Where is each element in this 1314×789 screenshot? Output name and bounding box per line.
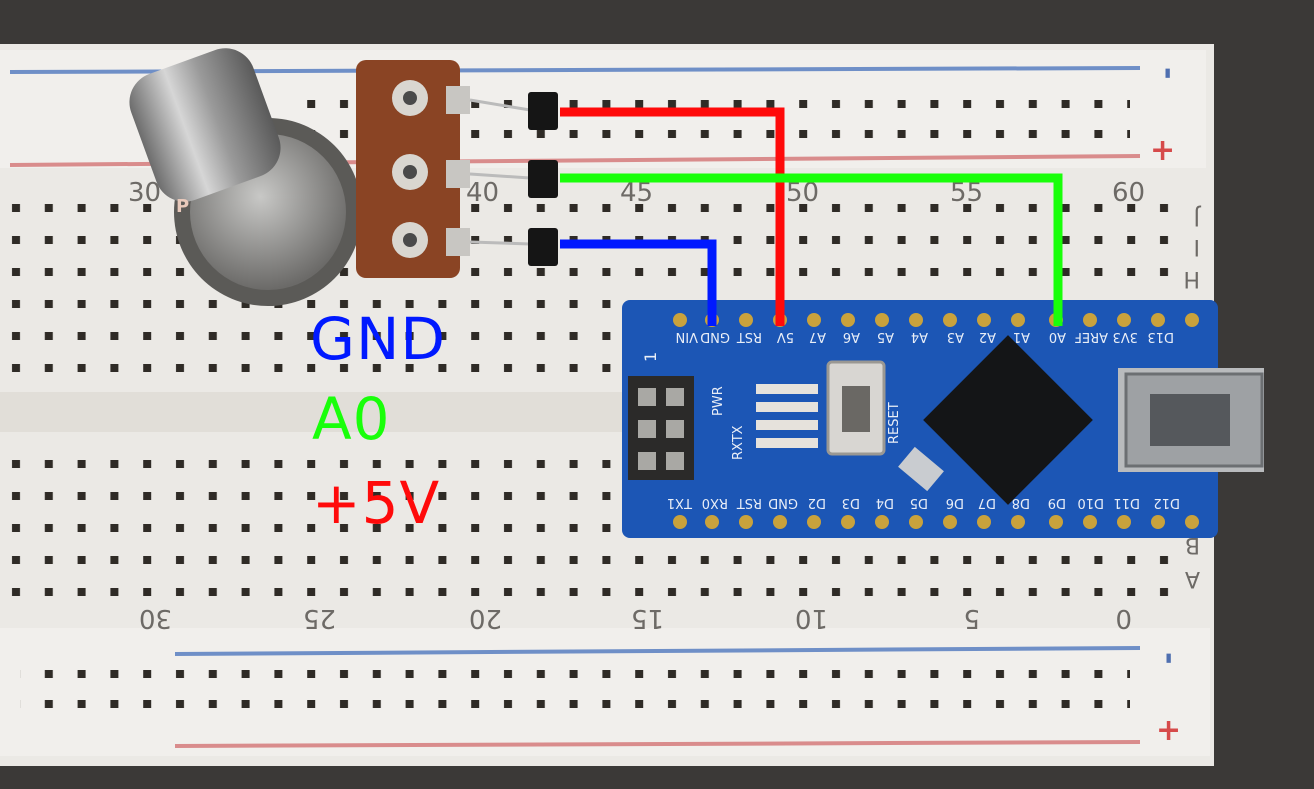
bottom-pin-header: [673, 515, 1199, 529]
pin-label-d5: D5: [910, 495, 928, 510]
row-letter: I: [1194, 234, 1201, 259]
pin-label-a7: A7: [809, 329, 826, 344]
pin-label-rst: RST: [737, 329, 762, 344]
pin-label-d13: D13: [1147, 329, 1174, 344]
column-number: 5: [963, 603, 980, 633]
a0-label: A0: [312, 385, 391, 453]
column-number: 60: [1112, 178, 1145, 208]
bottom-rail-holes: [20, 666, 1130, 726]
pin-label-aref: AREF: [1074, 329, 1108, 344]
row-letter: J: [1194, 204, 1203, 229]
column-number: 25: [303, 603, 336, 633]
rail-minus-sign: -: [1152, 652, 1187, 664]
jumper-headers: [469, 92, 558, 266]
pin-label-gnd: GND: [768, 495, 798, 510]
pin-label-a6: A6: [843, 329, 860, 344]
potentiometer-shaft[interactable]: [121, 40, 289, 210]
potentiometer: P: [121, 40, 470, 306]
gnd-label: GND: [310, 305, 446, 373]
a0-wire: [560, 173, 1063, 326]
column-number: 50: [786, 178, 819, 208]
column-number: 30: [128, 178, 161, 208]
pin-label-a3: A3: [947, 329, 964, 344]
crystal: [898, 446, 944, 492]
pin-label-d4: D4: [876, 495, 894, 510]
vcc-wire: [560, 107, 785, 326]
pin-label-a2: A2: [979, 329, 996, 344]
rail-plus-sign: +: [1150, 133, 1175, 168]
pin-label-a0: A0: [1049, 329, 1066, 344]
pin-label-5v: 5V: [777, 329, 794, 344]
row-letter: A: [1185, 566, 1200, 591]
pin-label-d11: D11: [1113, 495, 1140, 510]
pin-label-a5: A5: [877, 329, 894, 344]
pin-label-d6: D6: [946, 495, 964, 510]
pin-one-label: 1: [641, 352, 660, 362]
pin-label-d9: D9: [1048, 495, 1066, 510]
reset-label: RESET: [887, 402, 902, 444]
pin-label-d10: D10: [1077, 495, 1104, 510]
pin-label-d12: D12: [1153, 495, 1180, 510]
rail-plus-sign: +: [1156, 713, 1181, 748]
column-number: 15: [631, 603, 664, 633]
rail-minus-sign: -: [1151, 67, 1186, 79]
pin-label-a1: A1: [1013, 329, 1030, 344]
column-number: 55: [950, 178, 983, 208]
column-number: 20: [469, 603, 502, 633]
potentiometer-letter: P: [176, 196, 189, 217]
pin-label-vin: VIN: [676, 329, 698, 344]
microcontroller-chip: [923, 335, 1093, 505]
row-letter: H: [1183, 266, 1200, 291]
column-number: 40: [466, 178, 499, 208]
pin-label-d8: D8: [1012, 495, 1030, 510]
pin-label-d7: D7: [978, 495, 996, 510]
pin-label-tx1: TX1: [667, 495, 693, 510]
pin-label-3v3: 3V3: [1113, 329, 1138, 344]
arduino-nano-board: VIN GND RST 5V A7 A6 A5 A4 A3 A2 A1 A0 A…: [622, 300, 1264, 538]
top-pin-header: [673, 313, 1199, 327]
icsp-header: [628, 376, 694, 480]
vcc-label: +5V: [312, 469, 441, 537]
pin-label-rx0: RX0: [702, 495, 728, 510]
column-number: 10: [795, 603, 828, 633]
pin-label-a4: A4: [911, 329, 928, 344]
gnd-wire: [560, 239, 717, 326]
pwr-label: PWR: [711, 386, 726, 416]
pin-label-gnd: GND: [700, 329, 730, 344]
rxtx-label: RXTX: [731, 425, 746, 460]
pin-label-d3: D3: [842, 495, 860, 510]
bottom-column-numbers: 30 25 20 15 10 5 0: [139, 603, 1132, 633]
column-number: 30: [139, 603, 172, 633]
column-number: 0: [1115, 603, 1132, 633]
status-leds: [756, 384, 818, 448]
pin-label-d2: D2: [808, 495, 826, 510]
row-letter: B: [1185, 532, 1200, 557]
pin-label-rst: RST: [737, 495, 762, 510]
column-number: 45: [620, 178, 653, 208]
